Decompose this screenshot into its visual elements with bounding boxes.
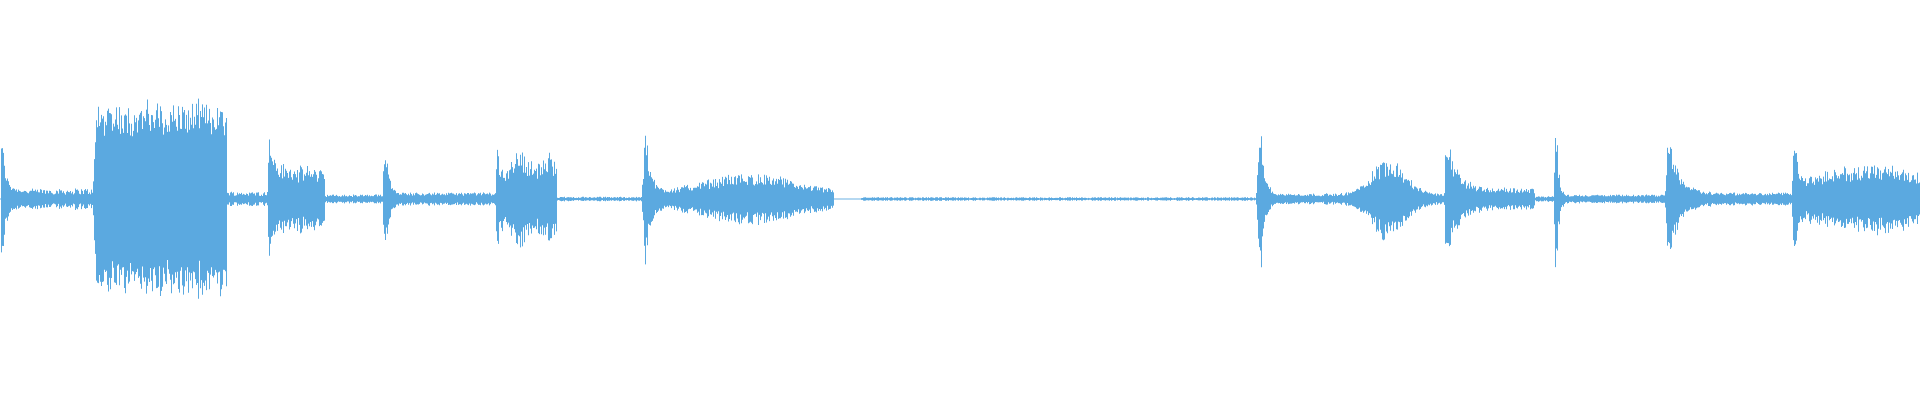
waveform-samples bbox=[1, 98, 1920, 299]
waveform-path bbox=[1, 98, 1920, 299]
